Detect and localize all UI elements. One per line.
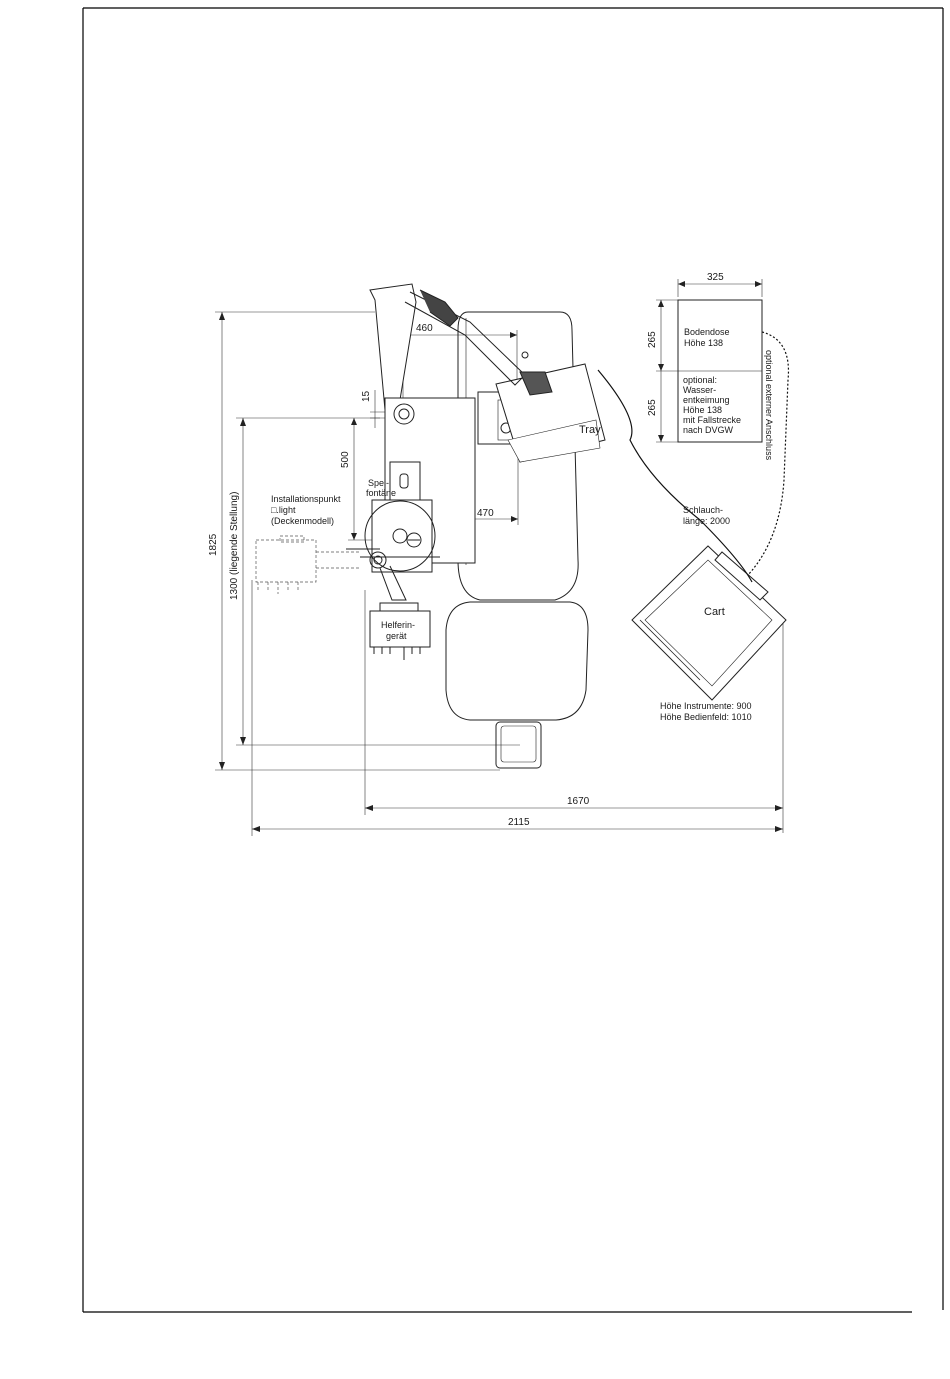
tray-label: Tray	[579, 424, 601, 436]
dim-325: 325	[707, 272, 724, 283]
installation-label-2: □.light	[271, 505, 296, 515]
instrument-arm	[369, 283, 553, 413]
dim-1825: 1825	[208, 533, 219, 556]
optional-label-5: mit Fallstrecke	[683, 415, 741, 425]
dim-460: 460	[416, 323, 433, 334]
labels: Tray Cart Spei- fontäne Installationspun…	[271, 327, 774, 722]
floor-box	[677, 299, 763, 443]
bodendose-label-2: Höhe 138	[684, 338, 723, 348]
page-frame	[82, 7, 944, 1313]
ceiling-light-outline	[255, 535, 360, 594]
dim-500: 500	[340, 451, 351, 468]
dim-265-bottom: 265	[647, 399, 658, 416]
helfer-label-1: Helferin-	[381, 620, 415, 630]
optional-label-2: Wasser-	[683, 385, 716, 395]
dim-1670: 1670	[567, 796, 590, 807]
spittoon-unit	[346, 397, 476, 601]
schlauch-label-1: Schlauch-	[683, 505, 723, 515]
hoses	[597, 331, 790, 583]
dim-265-top: 265	[647, 331, 658, 348]
speifontaene-label-2: fontäne	[366, 488, 396, 498]
optional-label-1: optional:	[683, 375, 717, 385]
installation-label-3: (Deckenmodell)	[271, 516, 334, 526]
dimension-lines	[215, 279, 784, 836]
optional-label-3: entkeimung	[683, 395, 730, 405]
dim-15: 15	[361, 390, 372, 402]
schlauch-label-2: länge: 2000	[683, 516, 730, 526]
speifontaene-label-1: Spei-	[368, 478, 389, 488]
optional-label-4: Höhe 138	[683, 405, 722, 415]
hoehe-bedienfeld-label: Höhe Bedienfeld: 1010	[660, 712, 752, 722]
optional-extern-label: optional externer Anschluss	[764, 350, 774, 461]
bodendose-label-1: Bodendose	[684, 327, 730, 337]
dim-1300: 1300 (liegende Stellung)	[229, 492, 240, 600]
dimension-values: 325 460 470 15 500 265 265 1825 1300 (li…	[208, 272, 724, 828]
dim-470: 470	[477, 508, 494, 519]
dim-2115: 2115	[508, 817, 530, 828]
assistant-unit	[369, 602, 431, 660]
helfer-label-2: gerät	[386, 631, 407, 641]
cart-unit	[631, 545, 787, 701]
tray-unit	[477, 363, 606, 463]
installation-label-1: Installationspunkt	[271, 494, 341, 504]
hoehe-instrumente-label: Höhe Instrumente: 900	[660, 701, 752, 711]
cart-label: Cart	[704, 606, 725, 618]
optional-label-6: nach DVGW	[683, 425, 734, 435]
